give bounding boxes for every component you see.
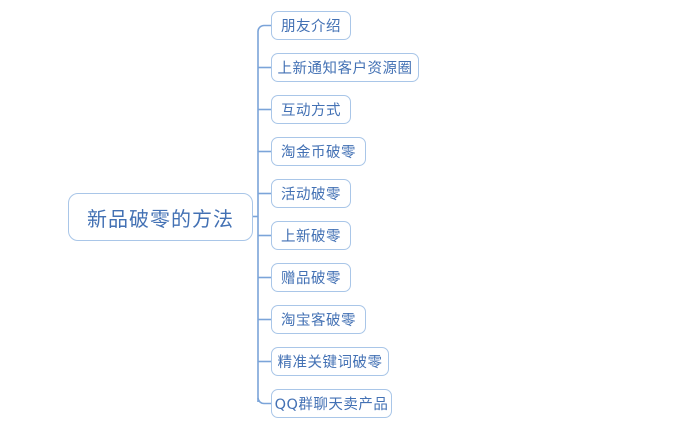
root-node[interactable]: 新品破零的方法 [68,193,253,241]
branch-node-label: QQ群聊天卖产品 [274,397,389,413]
branch-node-8[interactable]: 淘宝客破零 [271,305,366,334]
branch-node-label: 上新破零 [281,229,341,245]
branch-node-label: 互动方式 [281,103,341,119]
branch-node-10[interactable]: QQ群聊天卖产品 [271,389,392,418]
branch-node-label: 朋友介绍 [281,19,341,35]
branch-node-6[interactable]: 上新破零 [271,221,351,250]
branch-node-7[interactable]: 赠品破零 [271,263,351,292]
connector-branch-10 [257,397,271,405]
branch-node-2[interactable]: 上新通知客户资源圈 [271,53,419,82]
branch-node-label: 精准关键词破零 [277,355,383,371]
branch-node-4[interactable]: 淘金币破零 [271,137,366,166]
branch-node-label: 淘金币破零 [281,145,356,161]
branch-node-label: 活动破零 [281,187,341,203]
branch-node-5[interactable]: 活动破零 [271,179,351,208]
branch-node-label: 淘宝客破零 [281,313,356,329]
root-node-label: 新品破零的方法 [87,206,234,231]
branch-node-9[interactable]: 精准关键词破零 [271,347,389,376]
connector-branch-1 [257,24,271,32]
branch-node-label: 上新通知客户资源圈 [277,61,413,77]
branch-node-3[interactable]: 互动方式 [271,95,351,124]
branch-node-label: 赠品破零 [281,271,341,287]
branch-node-1[interactable]: 朋友介绍 [271,11,351,40]
